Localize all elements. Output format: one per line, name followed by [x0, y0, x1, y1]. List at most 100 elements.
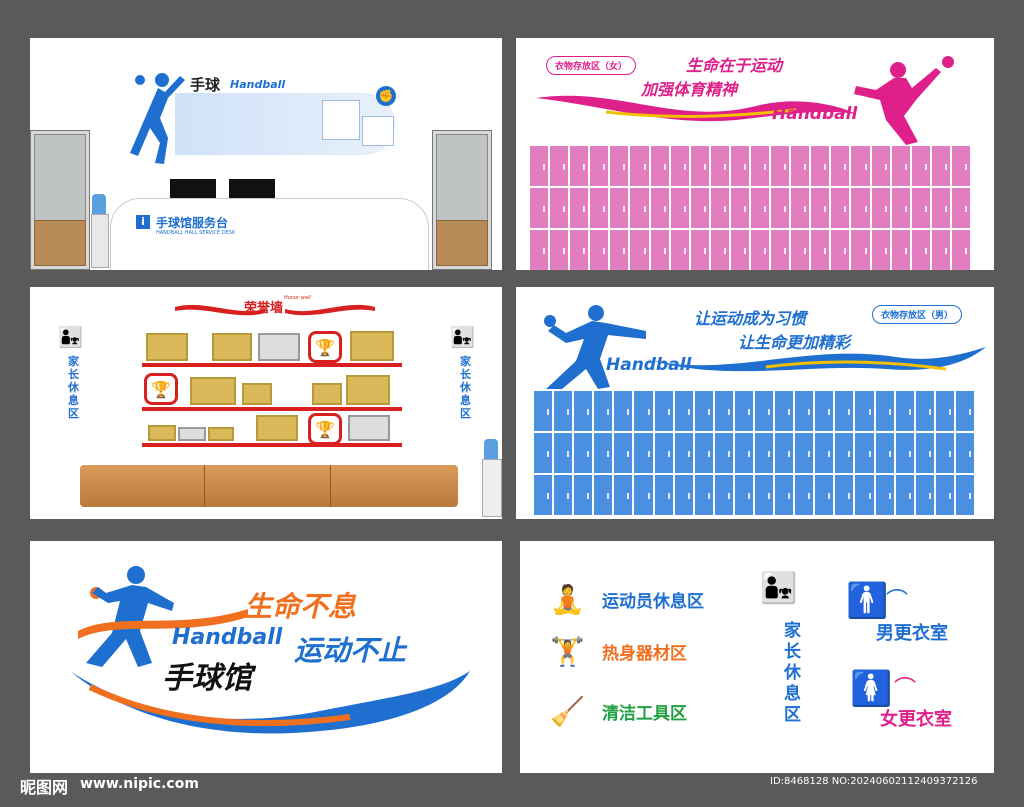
- locker-door: [911, 230, 930, 270]
- locker-door: [530, 230, 549, 270]
- locker-door: [670, 146, 689, 186]
- bench-seam: [204, 465, 205, 507]
- locker-door: [795, 475, 814, 515]
- water-dispenser: [482, 459, 502, 517]
- locker-wall: [530, 146, 970, 270]
- shelf: [142, 363, 402, 367]
- locker-door: [915, 391, 934, 431]
- area-label: 衣物存放区（男）: [872, 305, 963, 324]
- handball-player-icon: [544, 305, 646, 389]
- locker-door: [775, 433, 794, 473]
- rest-area-label-right: 家长休息区: [460, 355, 471, 420]
- parent-child-icon: 👨‍👧: [760, 571, 798, 606]
- legend-item-cleaning: 🧹 清洁工具区: [550, 695, 687, 728]
- locker-door: [871, 230, 890, 270]
- locker-door: [851, 230, 870, 270]
- locker-door: [891, 146, 910, 186]
- panel-service-desk: 手球 Handball ✊ i 手球馆服务台 HANDBALL HALL SER…: [30, 38, 502, 270]
- ribbon-decoration: [175, 304, 375, 316]
- athlete-rest-icon: 🧘: [550, 583, 585, 616]
- award-plaque: [346, 375, 390, 405]
- locker-door: [630, 188, 649, 228]
- swoosh-decoration: [536, 95, 856, 122]
- honor-wall-subtitle: Honor wall: [284, 295, 311, 301]
- locker-door: [815, 391, 834, 431]
- locker-door: [554, 433, 573, 473]
- award-plaque: [256, 415, 298, 441]
- male-locker-label: 男更衣室: [876, 623, 948, 644]
- locker-door: [734, 475, 753, 515]
- locker-door: [630, 146, 649, 186]
- locker-door: [730, 230, 749, 270]
- locker-door: [654, 433, 673, 473]
- bench: [80, 465, 458, 507]
- locker-door: [714, 433, 733, 473]
- locker-door: [570, 188, 589, 228]
- locker-door: [895, 475, 914, 515]
- locker-door: [875, 391, 894, 431]
- locker-door: [614, 433, 633, 473]
- desk-title: 手球馆服务台: [156, 216, 229, 230]
- locker-door: [590, 230, 609, 270]
- award-plaque: [212, 333, 252, 361]
- locker-door: [855, 475, 874, 515]
- locker-door: [574, 391, 593, 431]
- brand-text: Handball: [230, 78, 286, 91]
- hanger-icon: ⌒: [894, 677, 917, 702]
- locker-door: [534, 475, 553, 515]
- panel-male-lockers: 让运动成为习惯 衣物存放区（男） 让生命更加精彩 Handball: [516, 287, 994, 519]
- locker-door: [955, 475, 974, 515]
- award-plaque: [350, 331, 394, 361]
- water-dispenser: [91, 214, 109, 268]
- warmup-icon: 🏋: [550, 635, 585, 668]
- locker-door: [751, 188, 770, 228]
- locker-door: [815, 475, 834, 515]
- locker-door: [634, 391, 653, 431]
- handball-player-icon: [130, 73, 185, 164]
- award-plaque: [146, 333, 188, 361]
- locker-door: [670, 230, 689, 270]
- locker-door: [755, 475, 774, 515]
- area-label: 衣物存放区（女）: [546, 56, 637, 75]
- locker-door: [751, 230, 770, 270]
- image-id: ID:8468128 NO:20240602112409372126: [770, 776, 978, 787]
- award-plaque: [208, 427, 234, 441]
- locker-door: [811, 230, 830, 270]
- locker-door: [955, 433, 974, 473]
- brand-text: Handball: [772, 104, 858, 124]
- photo-frame: [362, 116, 394, 146]
- locker-door: [831, 146, 850, 186]
- swoosh-decoration: [646, 347, 986, 372]
- watermark-logo: 昵图网: [20, 778, 69, 797]
- locker-door: [690, 230, 709, 270]
- locker-door: [831, 230, 850, 270]
- award-plaque: [190, 377, 236, 405]
- locker-door: [915, 433, 934, 473]
- locker-door: [871, 188, 890, 228]
- locker-door: [690, 188, 709, 228]
- locker-door: [915, 475, 934, 515]
- locker-door: [931, 188, 950, 228]
- award-plaque: [178, 427, 206, 441]
- water-bottle: [484, 439, 498, 459]
- locker-door: [674, 433, 693, 473]
- locker-door: [594, 391, 613, 431]
- honor-wall-title: 荣誉墙: [244, 301, 284, 316]
- locker-door: [574, 433, 593, 473]
- locker-door: [891, 188, 910, 228]
- monitor: [229, 179, 275, 199]
- cabinet-left: [30, 130, 90, 270]
- locker-door: [730, 146, 749, 186]
- locker-door: [590, 188, 609, 228]
- swoosh-decoration: [70, 671, 470, 734]
- slogan-line-2: 加强体育精神: [641, 80, 738, 99]
- desk-subtitle: HANDBALL HALL SERVICE DESK: [156, 230, 236, 236]
- slogan-line-1: 让运动成为习惯: [694, 309, 807, 328]
- locker-door: [614, 391, 633, 431]
- locker-door: [570, 146, 589, 186]
- legend-item-athlete-rest: 🧘 运动员休息区: [550, 583, 704, 616]
- locker-door: [935, 433, 954, 473]
- locker-door: [895, 433, 914, 473]
- locker-door: [835, 391, 854, 431]
- locker-door: [670, 188, 689, 228]
